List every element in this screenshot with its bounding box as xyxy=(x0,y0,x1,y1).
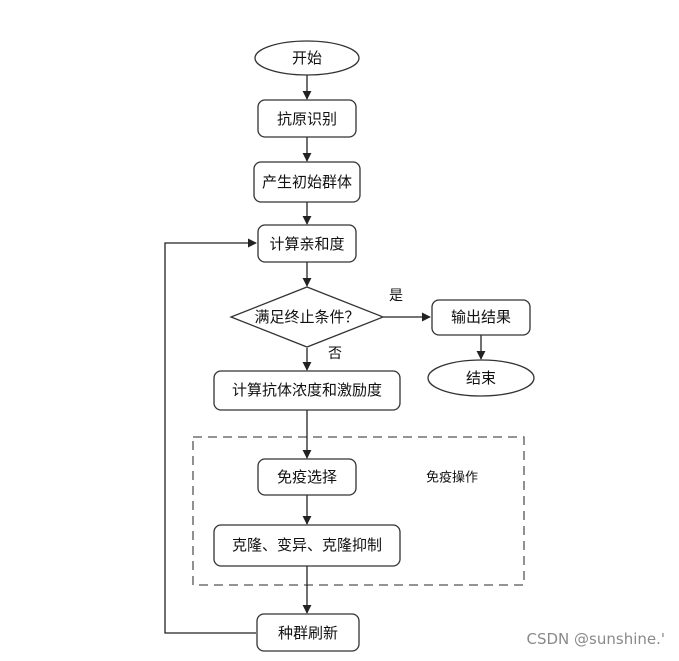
node-compute-affinity: 计算亲和度 xyxy=(257,224,357,263)
node-end-label: 结束 xyxy=(466,369,496,387)
node-clone-mutation-suppression-label: 克隆、变异、克隆抑制 xyxy=(232,536,382,554)
node-output-result-label: 输出结果 xyxy=(451,308,511,326)
node-initial-population: 产生初始群体 xyxy=(253,161,361,203)
node-termination-decision: 满足终止条件？ xyxy=(229,286,385,348)
immune-operation-group-border xyxy=(192,436,525,586)
edge-label-yes: 是 xyxy=(389,288,403,304)
csdn-watermark: CSDN @sunshine.' xyxy=(526,630,665,648)
node-immune-selection-label: 免疫选择 xyxy=(277,468,337,486)
node-initial-population-label: 产生初始群体 xyxy=(262,173,352,191)
node-compute-affinity-label: 计算亲和度 xyxy=(269,235,344,253)
immune-operation-group-label: 免疫操作 xyxy=(426,470,478,486)
node-antigen-recognition: 抗原识别 xyxy=(257,99,357,138)
node-compute-concentration-label: 计算抗体浓度和激励度 xyxy=(232,381,382,399)
node-population-refresh-label: 种群刷新 xyxy=(278,624,338,642)
edge-label-no: 否 xyxy=(328,346,342,362)
node-termination-decision-label: 满足终止条件？ xyxy=(254,308,359,326)
node-immune-selection: 免疫选择 xyxy=(257,458,357,496)
node-end: 结束 xyxy=(427,359,535,397)
node-start: 开始 xyxy=(254,40,360,76)
node-output-result: 输出结果 xyxy=(431,299,531,336)
node-compute-concentration: 计算抗体浓度和激励度 xyxy=(213,370,401,411)
node-antigen-recognition-label: 抗原识别 xyxy=(277,110,337,128)
edge-refresh-loop-to-affinity xyxy=(164,238,257,634)
node-population-refresh: 种群刷新 xyxy=(256,613,360,652)
node-start-label: 开始 xyxy=(292,49,322,67)
node-clone-mutation-suppression: 克隆、变异、克隆抑制 xyxy=(213,524,401,567)
